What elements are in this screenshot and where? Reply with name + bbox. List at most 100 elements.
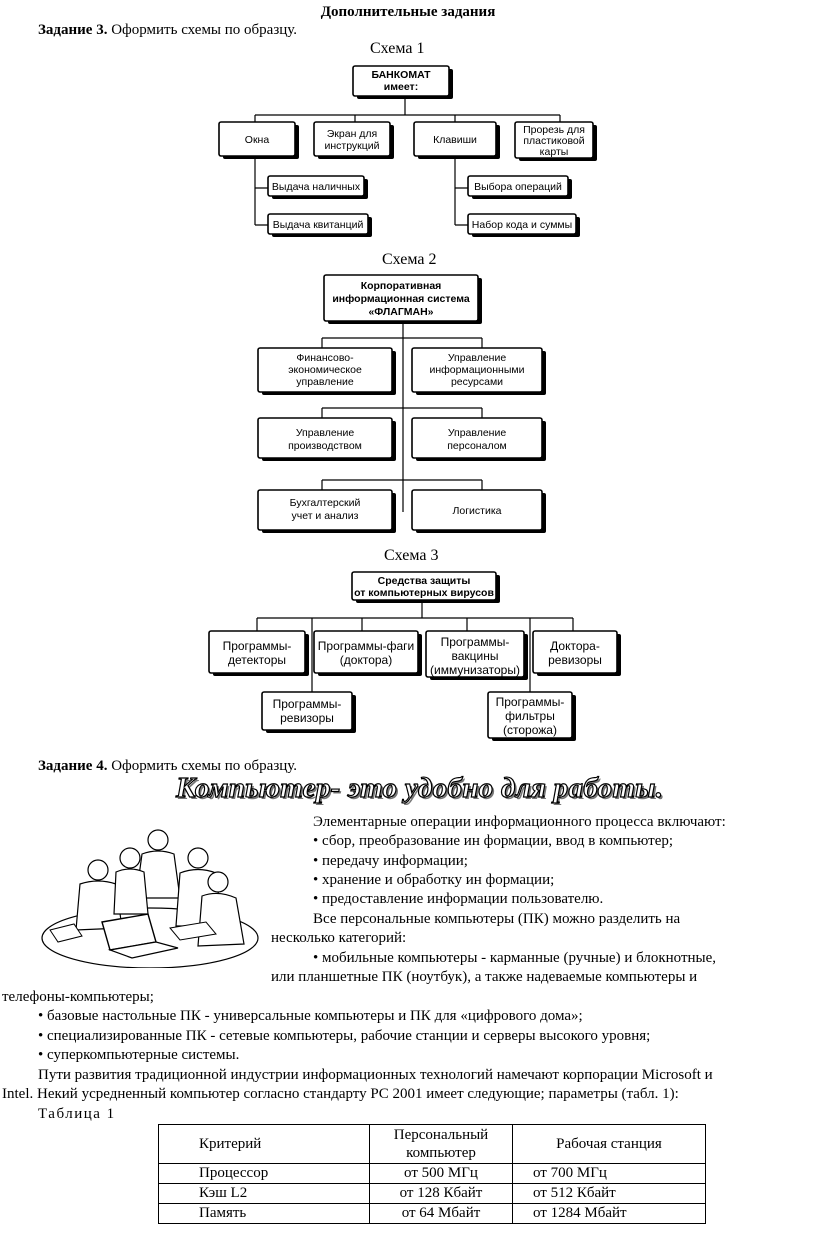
scheme1-box-windows: Окна xyxy=(218,121,299,159)
scheme1-box-keys: Клавиши xyxy=(413,121,500,159)
scheme3-root-line1: Средства защиты xyxy=(378,575,471,587)
scheme1-sub-ops: Выбора операций xyxy=(467,175,572,199)
table-caption: Таблица 1 xyxy=(38,1106,116,1122)
scheme3-sub-filters-line1: Программы- xyxy=(496,695,565,709)
table-row: Процессор от 500 МГц от 700 МГц xyxy=(158,1163,706,1184)
scheme3-connectors xyxy=(256,602,574,631)
scheme3-box-doctors: Доктора- ревизоры xyxy=(532,630,621,676)
scheme3-sub-auditors: Программы- ревизоры xyxy=(261,691,356,733)
scheme2-box-accounting-line2: учет и анализ xyxy=(291,510,358,522)
table-cell: от 128 Кбайт xyxy=(369,1183,513,1204)
scheme1-box-screen: Экран для инструкций xyxy=(313,121,394,159)
table-header-row: Критерий Персональный компьютер Рабочая … xyxy=(158,1124,706,1164)
text-line-4: • хранение и обработку ин формации; xyxy=(313,872,555,888)
scheme2-box-production-line1: Управление xyxy=(296,427,355,439)
text-line-3: • передачу информации; xyxy=(313,853,468,869)
params-table: Критерий Персональный компьютер Рабочая … xyxy=(158,1124,706,1224)
scheme1-box-slot-line1: Прорезь для xyxy=(523,124,585,136)
scheme3-sub-filters: Программы- фильтры (сторожа) xyxy=(487,691,576,741)
scheme3-sub-auditors-line1: Программы- xyxy=(273,697,342,711)
task3-text: Оформить схемы по образцу. xyxy=(107,22,298,38)
task4-text: Оформить схемы по образцу. xyxy=(107,758,298,774)
scheme1-box-slot: Прорезь для пластиковой карты xyxy=(514,121,597,161)
scheme2-diagram: Корпоративная информационная система «ФЛ… xyxy=(257,274,546,533)
scheme2-box-finance-line3: управление xyxy=(296,376,354,388)
text-line-10: телефоны-компьютеры; xyxy=(2,989,154,1005)
table-cell: от 700 МГц xyxy=(512,1163,706,1184)
scheme3-box-vaccines-line1: Программы- xyxy=(441,635,510,649)
scheme2-row3-connector xyxy=(321,479,483,490)
scheme1-sub-cash-label: Выдача наличных xyxy=(272,181,361,193)
text-line-6: Все персональные компьютеры (ПК) можно р… xyxy=(313,911,681,927)
scheme1-box-screen-line2: инструкций xyxy=(324,140,379,152)
scheme2-box-logistics: Логистика xyxy=(411,489,546,533)
text-line-5: • предоставление информации пользователю… xyxy=(313,891,604,907)
scheme2-root-line2: информационная система xyxy=(332,293,470,305)
text-line-11: • базовые настольные ПК - универсальные … xyxy=(38,1008,583,1024)
table-header-cell: Рабочая станция xyxy=(512,1124,706,1164)
scheme2-root-line3: «ФЛАГМАН» xyxy=(368,306,433,318)
task3-label: Задание 3. xyxy=(38,22,108,38)
scheme2-row1-connector xyxy=(321,337,483,348)
scheme1-box-slot-line3: карты xyxy=(540,146,569,158)
scheme2-title: Схема 2 xyxy=(382,251,437,268)
scheme3-box-vaccines-line3: (иммунизаторы) xyxy=(430,663,520,677)
scheme1-root-box: БАНКОМАТ имеет: xyxy=(352,65,453,99)
table-cell: от 512 Кбайт xyxy=(512,1183,706,1204)
text-line-2: • сбор, преобразование ин формации, ввод… xyxy=(313,833,674,849)
scheme1-title: Схема 1 xyxy=(370,40,425,57)
table-header-cell: Критерий xyxy=(158,1124,370,1164)
scheme1-sub-code: Набор кода и суммы xyxy=(467,213,580,237)
scheme1-sub-ops-label: Выбора операций xyxy=(474,181,562,193)
task4-label: Задание 4. xyxy=(38,758,108,774)
text-line-1: Элементарные операции информационного пр… xyxy=(313,814,726,830)
scheme1-sub-receipt: Выдача квитанций xyxy=(267,213,372,237)
scheme2-root-line1: Корпоративная xyxy=(361,280,442,292)
scheme2-box-finance-line1: Финансово- xyxy=(296,352,354,364)
scheme1-box-keys-label: Клавиши xyxy=(433,134,477,146)
scheme1-left-branch xyxy=(254,159,268,226)
scheme3-root-box: Средства защиты от компьютерных вирусов xyxy=(351,571,500,603)
table-cell: от 1284 Мбайт xyxy=(512,1203,706,1224)
text-line-14: Пути развития традиционной индустрии инф… xyxy=(38,1067,713,1083)
scheme2-box-accounting-line1: Бухгалтерский xyxy=(290,497,361,509)
wordart-title: Компьютер- это удобно для работы. xyxy=(175,771,664,804)
scheme3-diagram: Средства защиты от компьютерных вирусов … xyxy=(208,571,621,741)
scheme2-box-info-line1: Управление xyxy=(448,352,507,364)
scheme2-box-logistics-label: Логистика xyxy=(452,505,501,517)
scheme1-box-screen-line1: Экран для xyxy=(327,128,377,140)
scheme3-box-vaccines-line2: вакцины xyxy=(452,649,499,663)
scheme2-box-personnel: Управление персоналом xyxy=(411,417,546,461)
scheme2-box-info-line2: информационными xyxy=(430,364,525,376)
table-row: Память от 64 Мбайт от 1284 Мбайт xyxy=(158,1203,706,1224)
scheme3-box-detectors-line2: детекторы xyxy=(228,653,286,667)
scheme1-box-slot-line2: пластиковой xyxy=(523,135,584,147)
task3-heading: Задание 3. Оформить схемы по образцу. xyxy=(38,21,297,39)
scheme3-title: Схема 3 xyxy=(384,547,439,564)
table-cell: Память xyxy=(158,1203,370,1224)
text-line-7: несколько категорий: xyxy=(271,930,407,946)
scheme2-box-production-line2: производством xyxy=(288,440,362,452)
scheme3-box-doctors-line1: Доктора- xyxy=(550,639,600,653)
scheme2-box-accounting: Бухгалтерский учет и анализ xyxy=(257,489,396,533)
scheme2-root-box: Корпоративная информационная система «ФЛ… xyxy=(323,274,482,324)
scheme3-box-phages-line1: Программы-фаги xyxy=(318,639,414,653)
scheme3-box-doctors-line2: ревизоры xyxy=(548,653,602,667)
scheme1-sub-receipt-label: Выдача квитанций xyxy=(273,219,364,231)
scheme1-right-branch xyxy=(454,159,468,226)
scheme2-box-info-line3: ресурсами xyxy=(451,376,503,388)
scheme1-diagram: БАНКОМАТ имеет: Окна Экран для инструкци… xyxy=(218,65,597,237)
scheme2-box-finance-line2: экономическое xyxy=(288,364,362,376)
scheme3-box-detectors: Программы- детекторы xyxy=(208,630,309,676)
scheme1-connectors xyxy=(254,99,561,125)
scheme1-sub-code-label: Набор кода и суммы xyxy=(472,219,572,231)
scheme2-box-personnel-line2: персоналом xyxy=(447,440,507,452)
scheme3-box-detectors-line1: Программы- xyxy=(223,639,292,653)
scheme1-box-windows-label: Окна xyxy=(245,134,270,146)
scheme2-box-production: Управление производством xyxy=(257,417,396,461)
table-cell: Кэш L2 xyxy=(158,1183,370,1204)
scheme2-box-personnel-line1: Управление xyxy=(448,427,507,439)
text-line-8: • мобильные компьютеры - карманные (ручн… xyxy=(313,950,717,966)
table-row: Кэш L2 от 128 Кбайт от 512 Кбайт xyxy=(158,1183,706,1204)
scheme3-box-phages: Программы-фаги (доктора) xyxy=(313,630,422,676)
